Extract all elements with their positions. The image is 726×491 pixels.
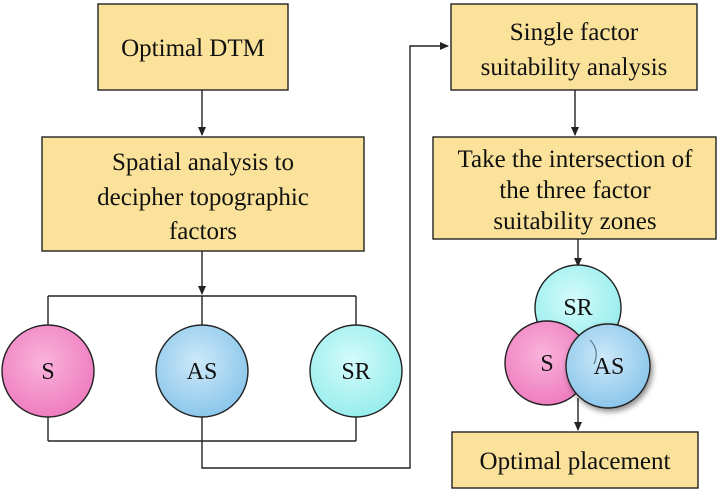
venn-as-highlight <box>589 339 597 365</box>
factor-as-circle: AS <box>155 324 249 418</box>
intersection-line-2: the three factor <box>499 177 651 204</box>
factor-bracket-top <box>47 295 357 326</box>
factor-s-circle: S <box>1 324 95 418</box>
intersection-line-1: Take the intersection of <box>458 146 694 173</box>
spatial-analysis-box: Spatial analysis to decipher topographic… <box>41 136 365 252</box>
factor-as-label: AS <box>187 359 218 385</box>
venn-s-label: S <box>540 351 553 377</box>
single-factor-box: Single factor suitability analysis <box>450 3 698 91</box>
venn-cluster: SR S AS <box>504 264 651 409</box>
intersection-line-3: suitability zones <box>493 208 656 235</box>
connector-to-single-factor <box>201 42 449 469</box>
spatial-analysis-line-2: decipher topographic <box>97 184 309 211</box>
optimal-dtm-box: Optimal DTM <box>97 3 289 91</box>
optimal-dtm-label: Optimal DTM <box>121 35 265 62</box>
factor-sr-label: SR <box>341 359 370 385</box>
factor-s-label: S <box>41 359 54 385</box>
spatial-analysis-line-1: Spatial analysis to <box>112 149 294 176</box>
single-factor-line-1: Single factor <box>510 19 639 46</box>
venn-as-circle: AS <box>565 323 651 409</box>
venn-as-label: AS <box>594 354 625 380</box>
spatial-analysis-line-3: factors <box>169 218 237 245</box>
venn-sr-label: SR <box>563 295 592 321</box>
optimal-placement-label: Optimal placement <box>480 448 671 475</box>
single-factor-line-2: suitability analysis <box>481 54 668 81</box>
intersection-box: Take the intersection of the three facto… <box>432 136 717 240</box>
optimal-placement-box: Optimal placement <box>451 431 699 489</box>
factor-sr-circle: SR <box>309 324 403 418</box>
